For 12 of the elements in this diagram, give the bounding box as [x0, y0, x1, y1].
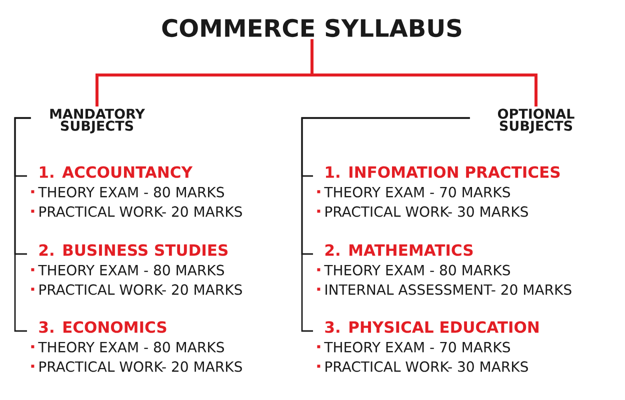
subject-list: 3. PHYSICAL EDUCATION THEORY EXAM - 70 MARKS PRACTICAL WORK- 30 MARKS — [317, 321, 538, 372]
connector-line — [301, 117, 470, 332]
connector-line — [14, 117, 31, 332]
category-heading: OPTIONAL SUBJECTS — [498, 108, 574, 134]
subject-list: 3. ECONOMICS THEORY EXAM - 80 MARKS PRACTICAL WORK- 20 MARKS — [31, 321, 242, 372]
connector-line — [310, 39, 538, 106]
subject-list: 2. MATHEMATICS THEORY EXAM - 80 MARKS INTERNAL ASSESSMENT- 20 MARKS — [317, 244, 572, 295]
category-heading: MANDATORY SUBJECTS — [50, 108, 146, 134]
subject-list: 2. BUSINESS STUDIES THEORY EXAM - 80 MARKS PRACTICAL WORK- 20 MARKS — [31, 244, 242, 295]
title: COMMERCE SYLLABUS — [162, 18, 462, 38]
subject-list: 1. ACCOUNTANCY THEORY EXAM - 80 MARKS PRACTICAL WORK- 20 MARKS — [31, 166, 242, 217]
subject-list: 1. INFOMATION PRACTICES THEORY EXAM - 70 MARKS PRACTICAL WORK- 30 MARKS — [317, 166, 560, 217]
